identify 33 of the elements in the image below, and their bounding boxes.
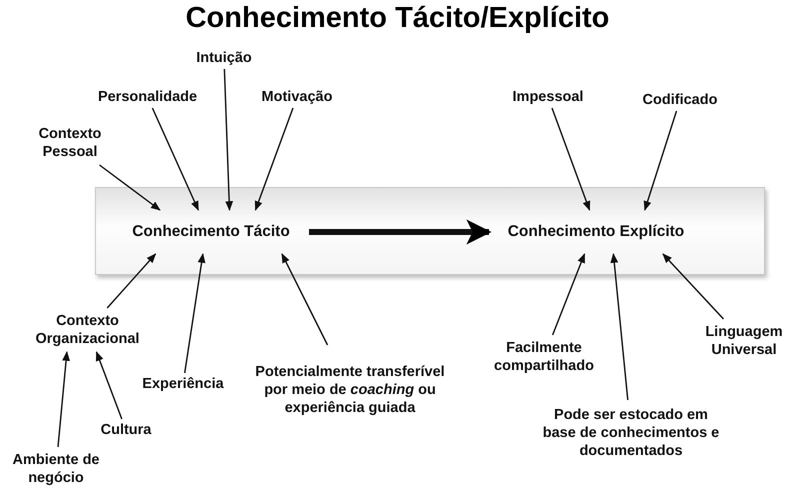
arrow: [281, 253, 328, 346]
arrow: [224, 68, 234, 211]
arrow: [99, 164, 161, 211]
node-label: Impessoal: [512, 88, 584, 106]
arrow: [254, 108, 294, 211]
arrow: [106, 253, 156, 308]
arrow: [309, 219, 492, 245]
node-label: Personalidade: [98, 88, 198, 106]
node-label: Facilmente compartilhado: [493, 338, 595, 376]
arrow: [96, 351, 122, 420]
node-label: Intuição: [196, 48, 252, 68]
node-label: Contexto Pessoal: [38, 124, 102, 162]
node-label: Cultura: [100, 420, 152, 440]
node-label: Conhecimento Tácito: [132, 222, 290, 242]
arrow: [552, 253, 586, 336]
shaded-band: [95, 187, 765, 275]
arrow: [644, 110, 678, 211]
node-label: Conhecimento Explícito: [508, 222, 684, 242]
node-label: Experiência: [142, 374, 224, 394]
node-label: Ambiente de negócio: [11, 450, 100, 488]
node-label: Pode ser estocado em base de conhecimentos e documentados: [542, 406, 720, 460]
node-label: Motivação: [262, 88, 332, 106]
title: Conhecimento Tácito/Explícito: [186, 2, 610, 35]
arrow: [662, 253, 724, 320]
node-label: Linguagem Universal: [704, 322, 784, 360]
arrow: [57, 351, 70, 448]
node-label: Potencialmente transferível por meio de coaching ou experiência guiada: [254, 362, 446, 418]
arrow: [551, 108, 590, 211]
arrow: [184, 253, 206, 374]
arrow: [152, 108, 199, 211]
node-label: Codificado: [642, 90, 718, 110]
arrow: [610, 253, 628, 400]
node-label: Contexto Organizacional: [34, 312, 140, 348]
